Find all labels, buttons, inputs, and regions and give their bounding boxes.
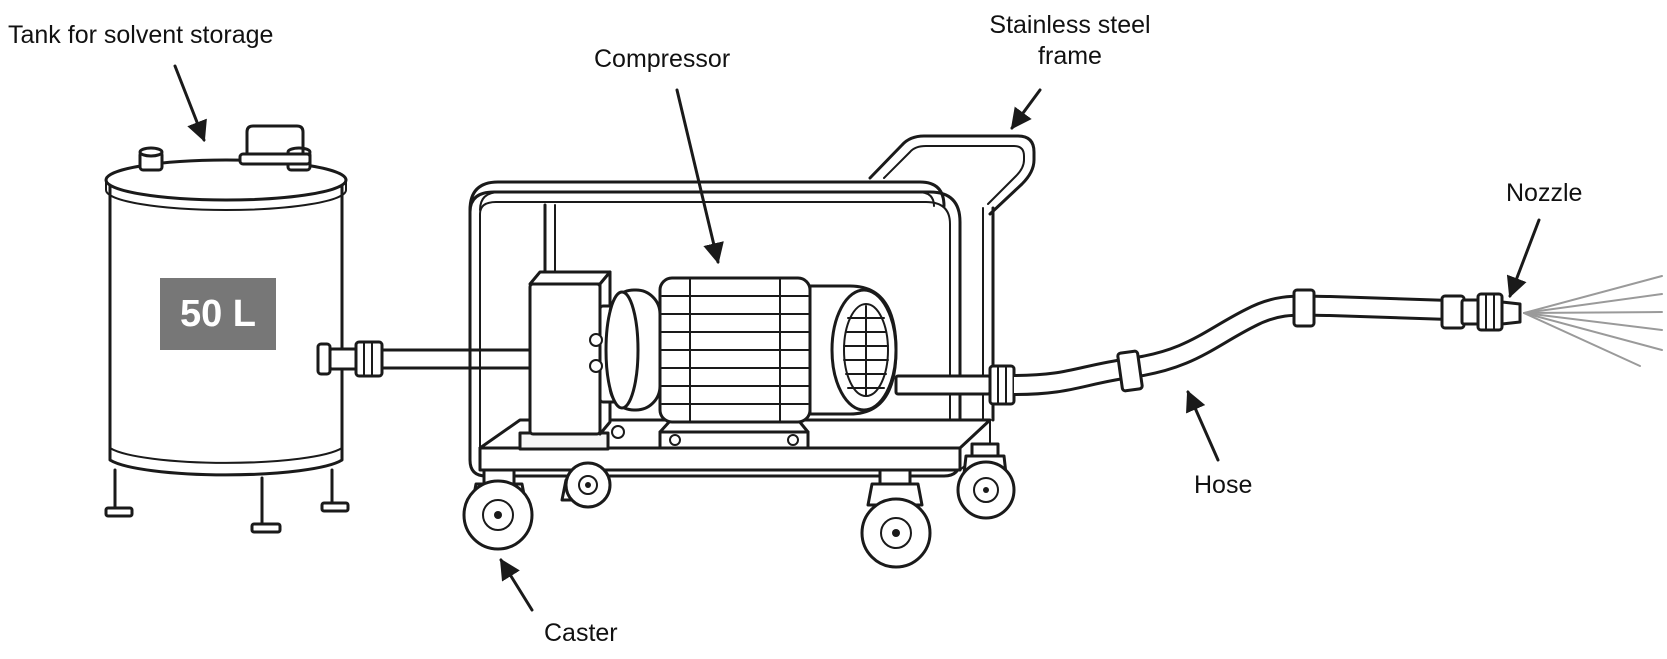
inlet-pipe — [380, 348, 537, 370]
frame-arrow — [1010, 88, 1042, 130]
tank-outlet-fitting — [316, 340, 384, 378]
caster-back-right — [956, 442, 1016, 520]
caster-front-left — [462, 468, 534, 551]
hose-coupling-2 — [1292, 288, 1316, 328]
tank-label: Tank for solvent storage — [8, 21, 274, 49]
nozzle-label: Nozzle — [1506, 179, 1583, 207]
hose-label: Hose — [1194, 471, 1253, 499]
frame-label: Stainless steel frame — [970, 10, 1170, 72]
caster-arrow — [499, 558, 534, 612]
spray-nozzle — [1440, 292, 1522, 332]
casters — [462, 442, 1016, 569]
outlet-pipe — [894, 364, 1016, 406]
caster-label: Caster — [544, 619, 618, 647]
fan-grille-icon — [843, 305, 889, 397]
compressor-motor — [604, 276, 898, 450]
hose-coupling-1 — [1116, 349, 1144, 393]
spray-lines — [1523, 275, 1663, 367]
hose — [1013, 288, 1451, 396]
tank-legs — [104, 468, 350, 534]
frame-label-line-2: frame — [1038, 42, 1102, 70]
label-arrows — [173, 64, 1541, 612]
caster-front-right — [860, 468, 932, 569]
motor-cooling-fins — [659, 277, 811, 423]
tank-volume-badge: 50 L — [160, 278, 276, 350]
caster-back-left — [560, 461, 612, 509]
tank-arrow — [173, 64, 207, 142]
compressor-arrow — [675, 88, 724, 265]
compressor-label: Compressor — [594, 45, 731, 73]
hose-arrow — [1186, 390, 1220, 462]
tank-fittings — [138, 124, 312, 172]
nozzle-arrow — [1506, 218, 1541, 298]
frame-label-line-1: Stainless steel — [989, 11, 1151, 39]
